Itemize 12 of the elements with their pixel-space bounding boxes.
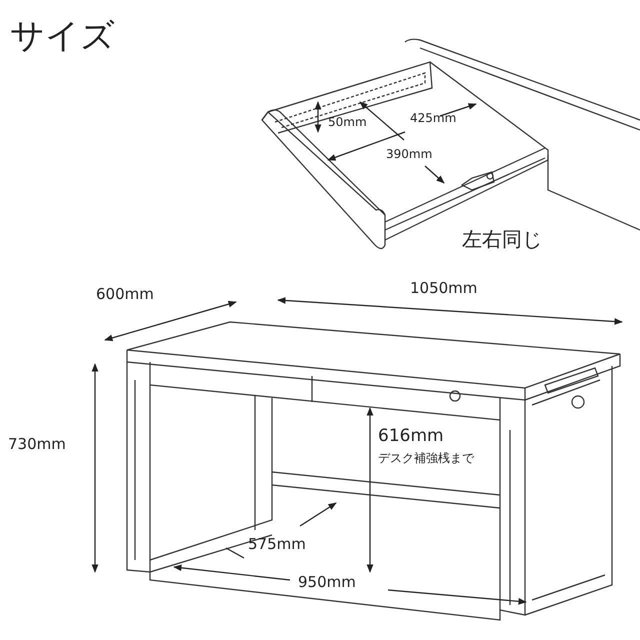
dimension-label: 425mm: [410, 112, 456, 126]
dimension-label: 616mm: [378, 427, 444, 446]
dimension-label: 左右同じ: [462, 228, 542, 250]
dimension-label: 600mm: [96, 286, 154, 302]
dimension-label: デスク補強桟まで: [378, 452, 474, 466]
title: サイズ: [10, 18, 115, 56]
dimension-label: 575mm: [248, 536, 306, 552]
dimension-label: 950mm: [298, 574, 356, 590]
dimension-label: 50mm: [328, 116, 367, 130]
dimension-label: 730mm: [8, 436, 66, 452]
dimension-label: 1050mm: [410, 280, 478, 296]
dimension-label: 390mm: [386, 148, 432, 162]
